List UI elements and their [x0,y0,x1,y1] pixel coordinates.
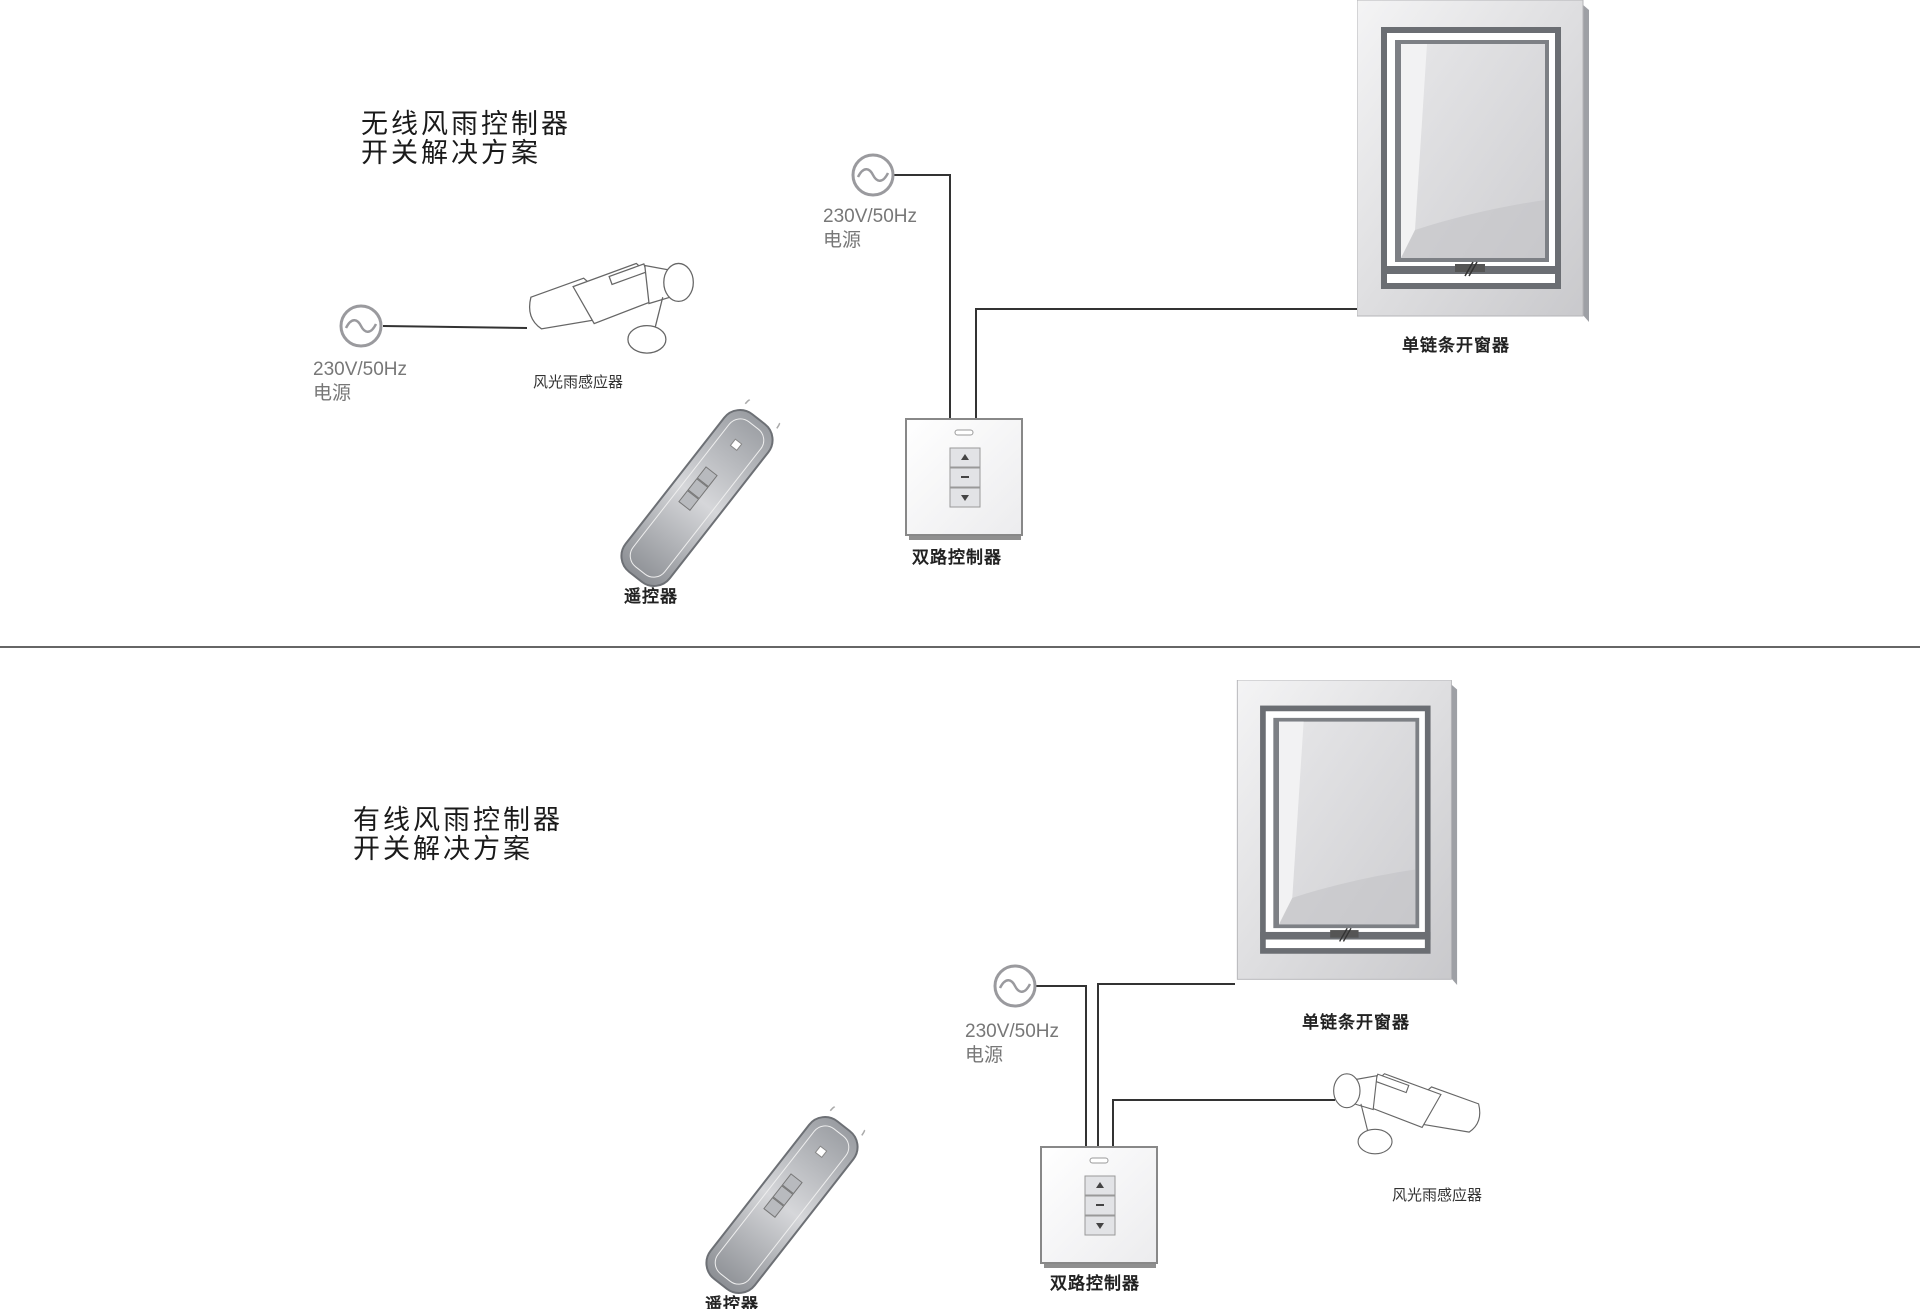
bottom-wiring [1036,983,1335,1147]
top-controller-label: 双路控制器 [912,548,1002,568]
bottom-remote-label: 遥控器 [705,1295,759,1309]
bottom-title-line2: 开关解决方案 [353,834,533,865]
top-sensor-label: 风光雨感应器 [533,373,624,391]
bottom-remote-control-icon [697,1093,882,1303]
bottom-sensor-label: 风光雨感应器 [1392,1186,1483,1204]
top-remote-control-icon [612,386,797,596]
top-power-source-a-icon [339,304,383,348]
top-power-b-label: 电源 [823,230,862,251]
bottom-dual-controller-icon [1040,1146,1158,1269]
top-remote-label: 遥控器 [624,587,678,607]
top-dual-controller-icon [905,418,1023,541]
bottom-power-label: 电源 [965,1045,1004,1066]
top-power-a-label: 电源 [313,383,352,404]
bottom-power-source-icon [993,964,1037,1008]
top-chain-window-opener-icon [1357,0,1590,322]
top-power-source-b-icon [851,153,895,197]
top-title-line2: 开关解决方案 [361,138,541,169]
top-wind-rain-sensor-icon [528,262,694,354]
bottom-controller-label: 双路控制器 [1050,1274,1140,1294]
bottom-window-label: 单链条开窗器 [1302,1013,1410,1033]
top-window-label: 单链条开窗器 [1402,336,1510,356]
top-wiring [382,174,1360,419]
top-title-line1: 无线风雨控制器 [361,109,571,140]
bottom-power-voltage: 230V/50Hz [965,1021,1060,1042]
bottom-wind-rain-sensor-icon [1333,1073,1481,1155]
top-power-a-voltage: 230V/50Hz [313,359,408,380]
bottom-title-line1: 有线风雨控制器 [353,805,563,836]
bottom-chain-window-opener-icon [1236,680,1458,985]
top-power-b-voltage: 230V/50Hz [823,206,918,227]
